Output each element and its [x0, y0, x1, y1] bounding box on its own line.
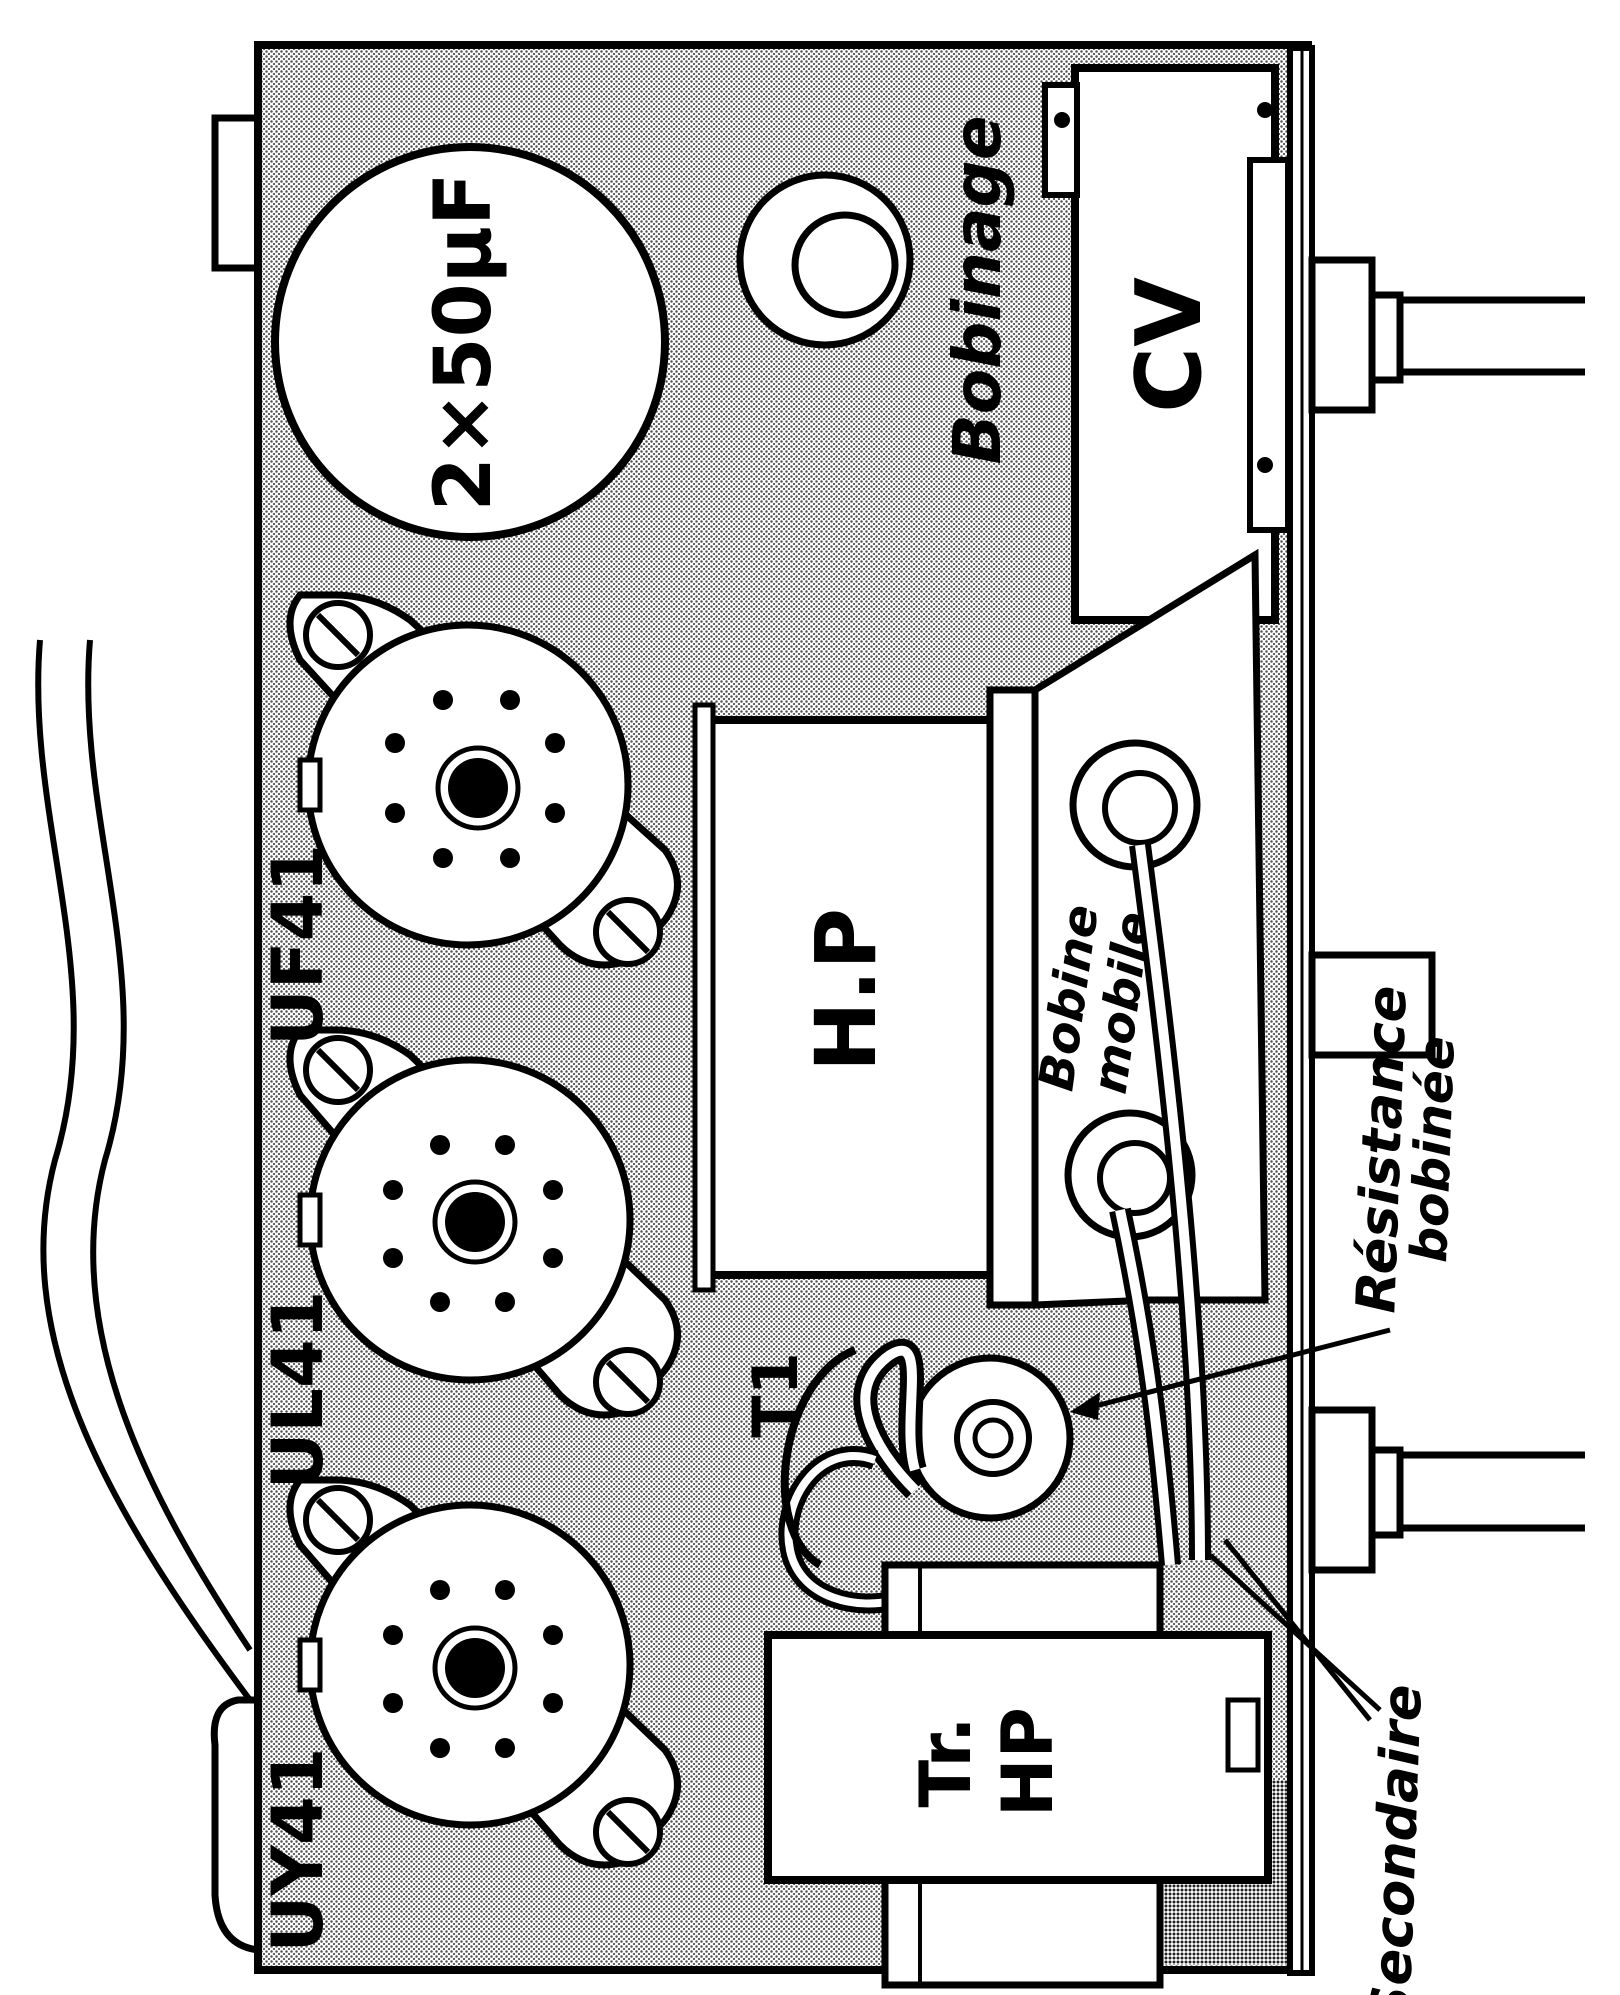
front-panel: [1287, 45, 1315, 1976]
tube-label-uf41: UF41: [257, 844, 339, 1046]
tube-socket-uy41: [286, 1476, 681, 1869]
secondary-leaders: [1208, 1538, 1382, 1722]
tuning-shaft: [1308, 256, 1585, 414]
cv-label: CV: [1117, 277, 1222, 413]
coil-label: Bobinage: [939, 115, 1016, 464]
secondary-label: Secondaire: [1359, 1683, 1434, 1995]
tube-socket-uf41: [286, 591, 681, 969]
loudspeaker: H.P: [692, 548, 1269, 1309]
cord-grommet: [210, 1696, 262, 1954]
resistor-leader: [1070, 1327, 1391, 1420]
t1-label: T1: [739, 1352, 812, 1437]
speaker-label: H.P: [797, 908, 895, 1072]
volume-shaft: [1308, 1406, 1585, 1574]
power-cord: [35, 639, 253, 1702]
t1-bracket: [778, 1338, 927, 1614]
resistor-label-1: Résistance: [1344, 985, 1418, 1315]
tube-socket-ul41: [286, 1026, 681, 1419]
left-bracket-top: [211, 114, 264, 272]
tube-label-uy41: UY41: [257, 1748, 339, 1953]
filter-capacitor: 2×50µF: [271, 143, 669, 541]
transformer-label-2: HP: [987, 1707, 1069, 1817]
tube-label-ul41: UL41: [257, 1291, 339, 1490]
middle-bracket: [1308, 951, 1436, 1059]
coil-can: [736, 171, 914, 349]
wirewound-resistor: [906, 1354, 1074, 1522]
cv-variable-capacitor: CV: [1042, 64, 1291, 624]
resistor-label-2: bobinée: [1400, 1035, 1466, 1263]
capacitor-label: 2×50µF: [419, 173, 509, 512]
output-transformer: Tr. HP: [764, 1561, 1272, 1989]
speaker-wires: [1109, 843, 1211, 1566]
transformer-label-1: Tr.: [905, 1716, 987, 1807]
